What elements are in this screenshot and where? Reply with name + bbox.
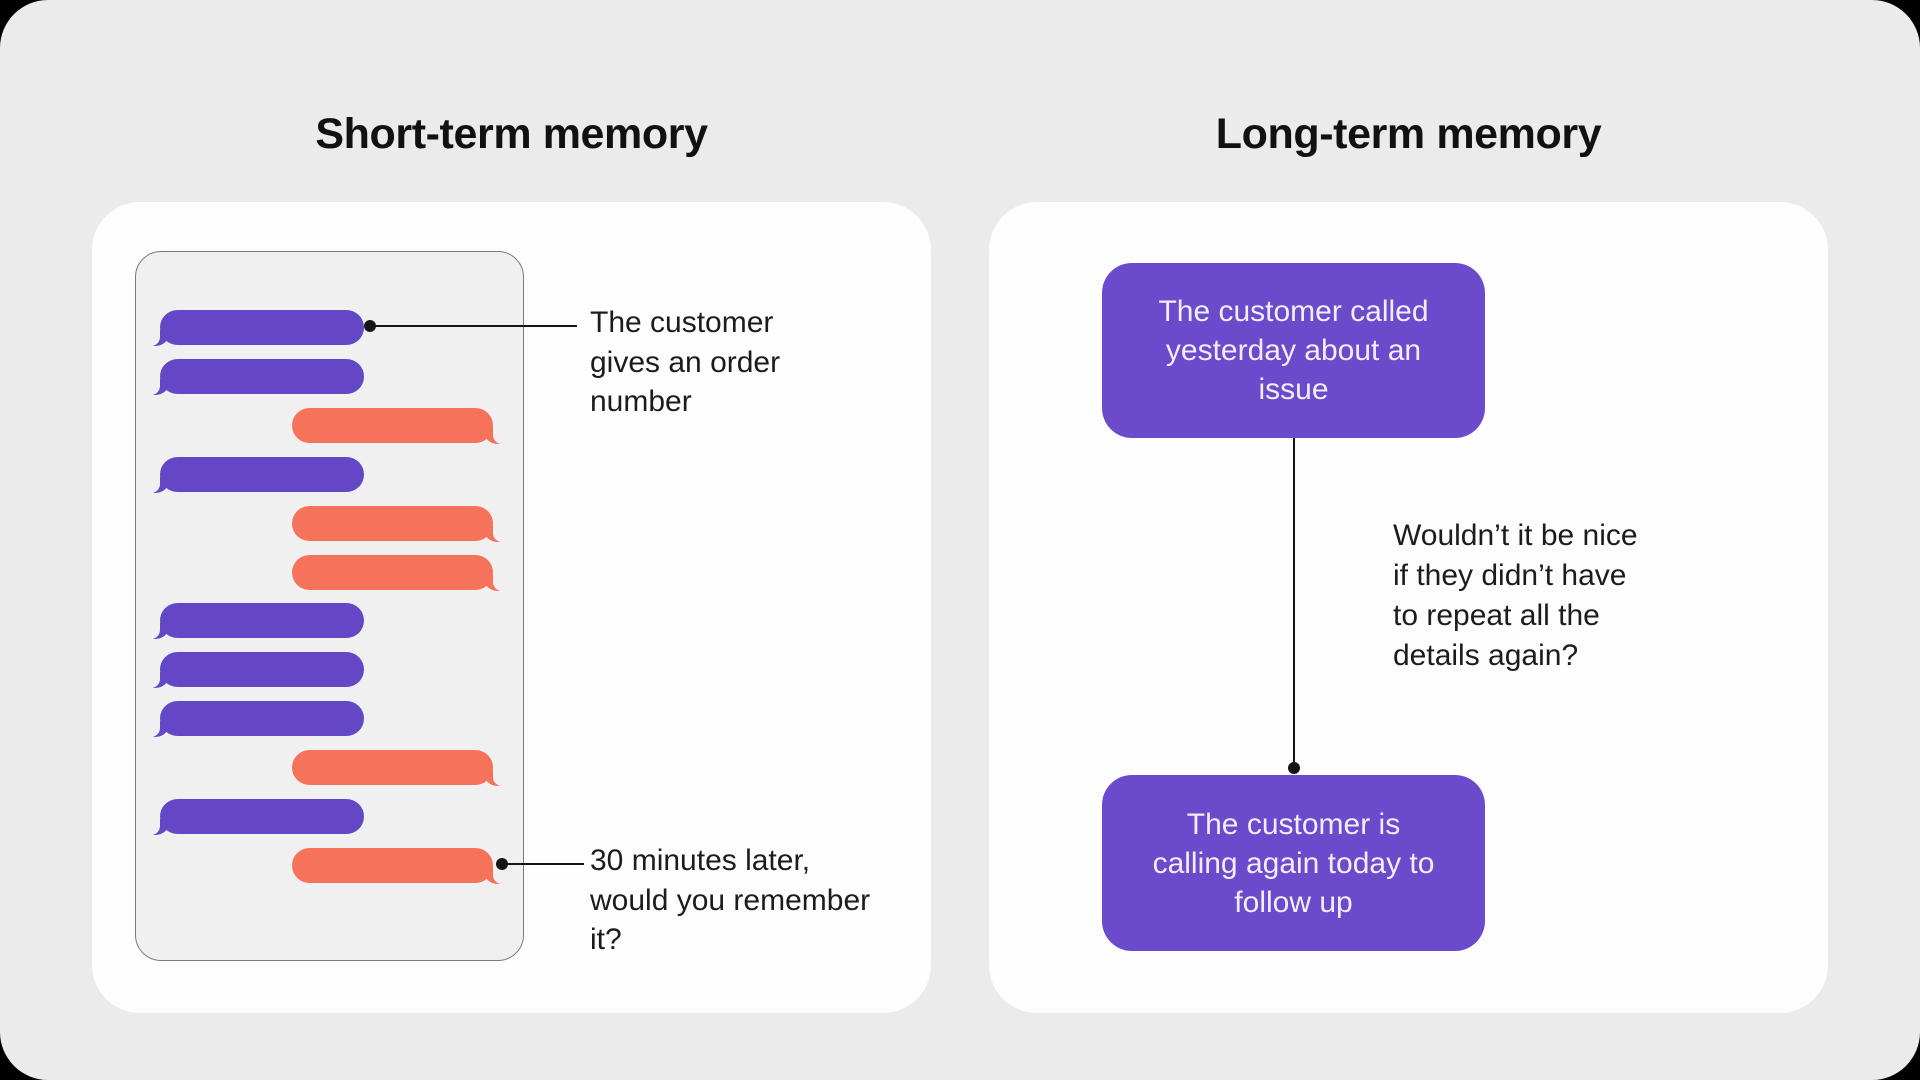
chat-bubble-agent	[292, 750, 502, 787]
short-term-memory-title: Short-term memory	[315, 110, 708, 158]
phone-chat-mockup	[135, 251, 524, 961]
annotation-30-minutes: 30 minutes later, would you remember it?	[590, 844, 871, 956]
chat-bubble-customer	[151, 701, 364, 738]
chat-bubble-customer	[151, 310, 364, 346]
chat-bubble-agent	[292, 847, 502, 884]
memory-box-yesterday: The customer called yesterday about an i…	[1102, 263, 1485, 438]
question-text: Wouldn’t it be nice if they didn’t have …	[1393, 519, 1638, 672]
memory-box-today: The customer is calling again today to f…	[1102, 775, 1485, 951]
memory-connector-line	[1293, 438, 1295, 769]
chat-bubble-agent	[292, 505, 502, 542]
chat-bubble-customer	[151, 799, 364, 835]
chat-bubble-customer	[151, 603, 364, 640]
chat-bubble-customer	[151, 358, 364, 395]
annotation-line-30-minutes	[502, 863, 584, 865]
annotation-line-order-number	[370, 325, 577, 327]
chat-bubble-customer	[151, 456, 364, 493]
chat-bubble-customer	[151, 652, 364, 689]
memory-connector-dot	[1288, 762, 1300, 774]
annotation-order-number: The customer gives an order number	[590, 306, 781, 418]
long-term-memory-title: Long-term memory	[1215, 110, 1602, 158]
chat-bubble-agent	[292, 407, 502, 444]
chat-bubble-agent	[292, 554, 502, 591]
